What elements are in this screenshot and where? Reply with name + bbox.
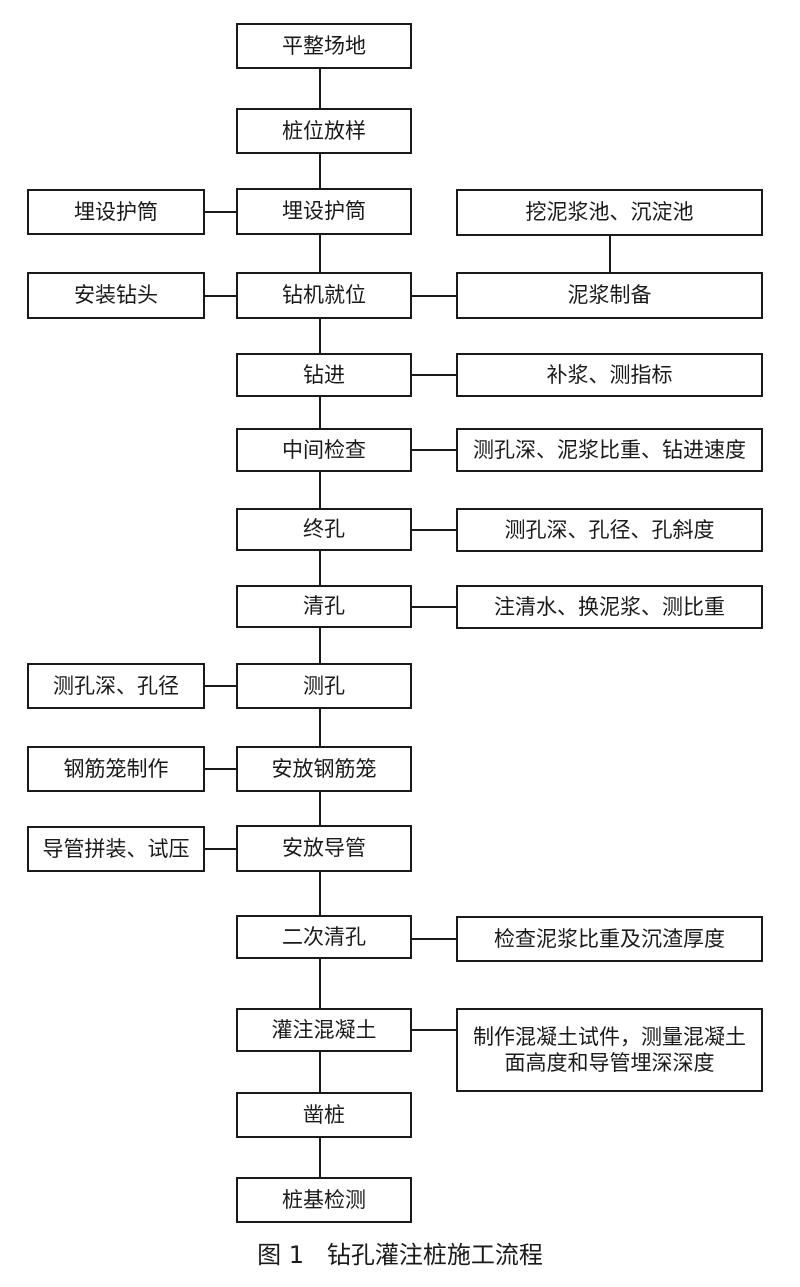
step-embed-casing: 埋设护筒 <box>236 188 412 235</box>
step-rig-positioning: 钻机就位 <box>236 272 412 319</box>
left-embed-casing: 埋设护筒 <box>27 189 205 235</box>
step-second-cleaning: 二次清孔 <box>236 915 412 959</box>
step-drilling: 钻进 <box>236 353 412 397</box>
right-measure-hole: 测孔深、孔径、孔斜度 <box>456 508 763 552</box>
step-hole-cleaning: 清孔 <box>236 585 412 628</box>
right-dig-pits: 挖泥浆池、沉淀池 <box>456 189 763 236</box>
left-measure-depth-diameter: 测孔深、孔径 <box>27 663 205 709</box>
right-measure-drilling: 测孔深、泥浆比重、钻进速度 <box>456 428 763 472</box>
step-pile-layout: 桩位放样 <box>236 108 412 154</box>
step-final-hole: 终孔 <box>236 508 412 551</box>
step-place-cage: 安放钢筋笼 <box>236 746 412 792</box>
right-water-mud-exchange: 注清水、换泥浆、测比重 <box>456 585 763 629</box>
left-install-bit: 安装钻头 <box>27 272 205 319</box>
left-tremie-assembly-test: 导管拼装、试压 <box>27 826 205 872</box>
figure-caption: 图 1 钻孔灌注桩施工流程 <box>257 1240 543 1269</box>
step-pile-chipping: 凿桩 <box>236 1092 412 1138</box>
step-hole-measurement: 测孔 <box>236 663 412 709</box>
right-replenish-mud: 补浆、测指标 <box>456 353 763 397</box>
step-place-tremie: 安放导管 <box>236 825 412 872</box>
right-check-sediment: 检查泥浆比重及沉渣厚度 <box>456 916 763 962</box>
step-site-leveling: 平整场地 <box>236 23 412 69</box>
right-mud-preparation: 泥浆制备 <box>456 272 763 319</box>
left-cage-fabrication: 钢筋笼制作 <box>27 746 205 792</box>
right-concrete-samples: 制作混凝土试件，测量混凝土面高度和导管埋深深度 <box>456 1008 763 1092</box>
step-pour-concrete: 灌注混凝土 <box>236 1008 412 1052</box>
step-interim-check: 中间检查 <box>236 428 412 472</box>
step-pile-testing: 桩基检测 <box>236 1177 412 1223</box>
